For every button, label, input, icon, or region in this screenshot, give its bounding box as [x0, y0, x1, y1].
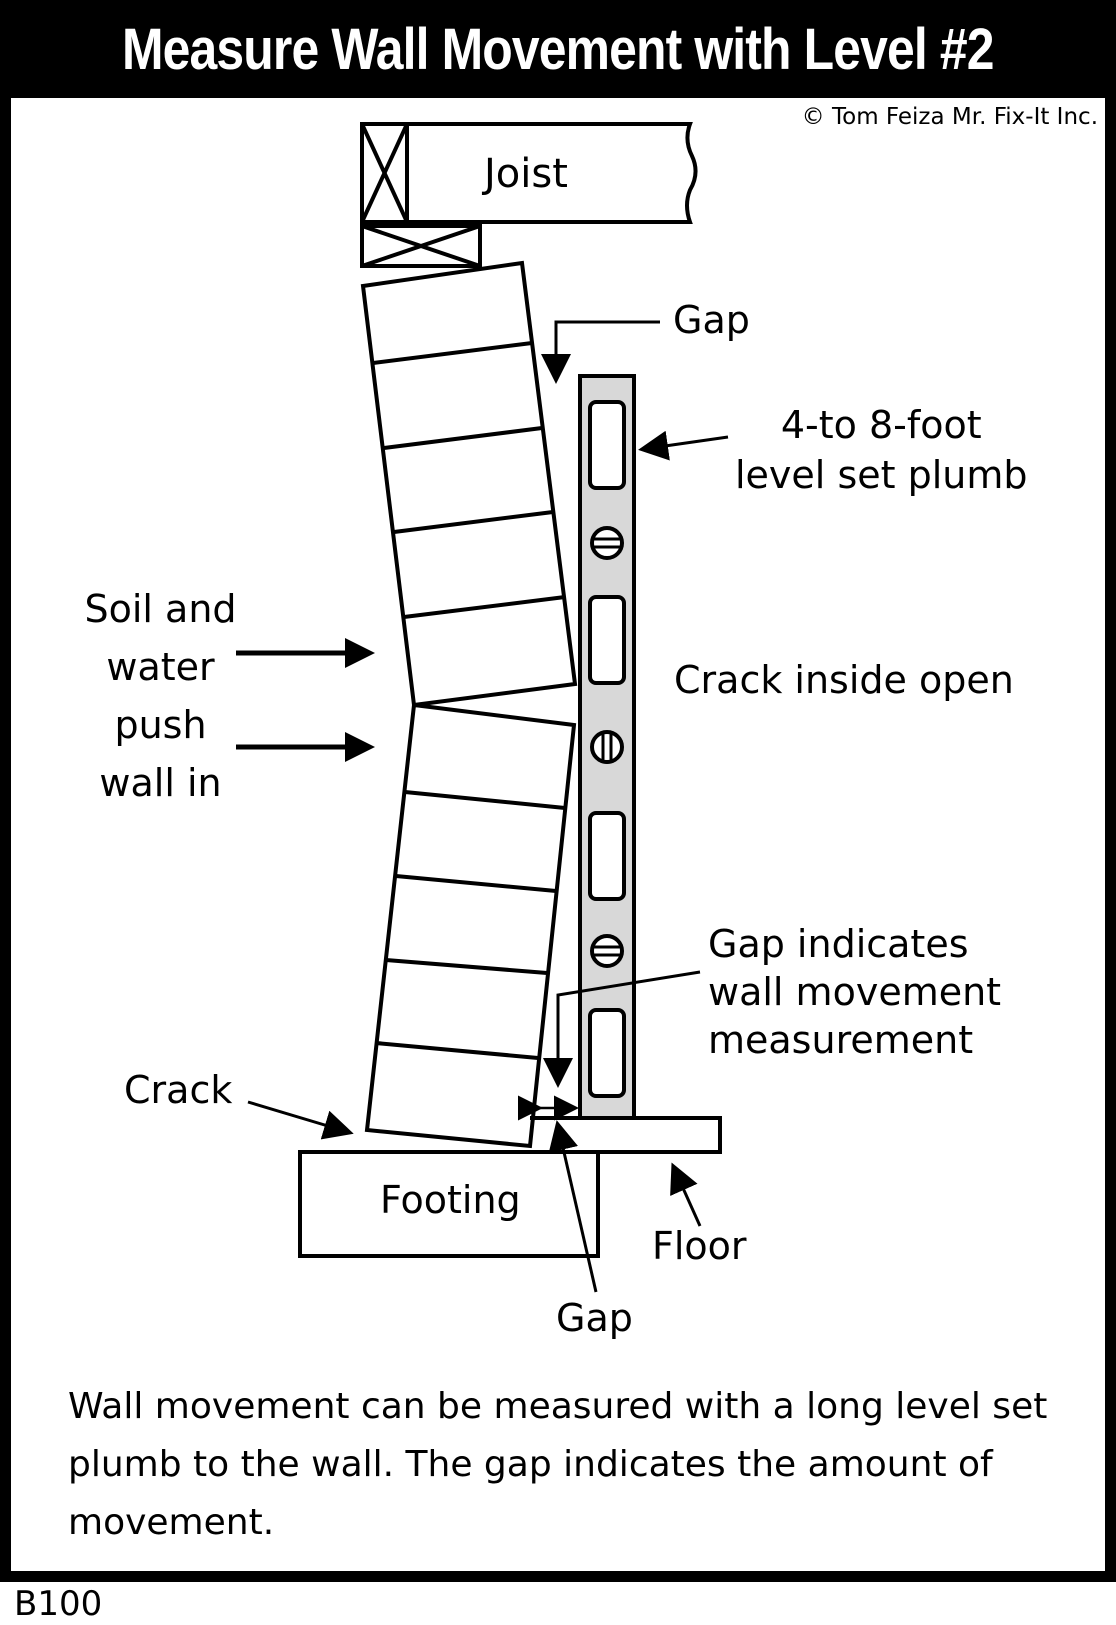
- lower-wall-blocks: [364, 702, 577, 1149]
- caption: Wall movement can be measured with a lon…: [68, 1386, 1048, 1543]
- wall-diagram: [236, 122, 729, 1293]
- level-vial: [590, 526, 624, 560]
- soil-label-line2: water: [106, 645, 215, 689]
- soil-label: Soil and water push wall in: [78, 580, 243, 812]
- crack-label: Crack: [124, 1068, 233, 1112]
- level-vial: [590, 934, 624, 968]
- footing-label: Footing: [380, 1178, 521, 1222]
- title-bar: Measure Wall Movement with Level #2: [0, 0, 1116, 98]
- copyright-notice: © Tom Feiza Mr. Fix-It Inc.: [801, 104, 1098, 130]
- floor-slab: [530, 1116, 722, 1154]
- level-label-line1: 4-to 8-foot: [780, 403, 982, 447]
- level-label-line2: level set plumb: [735, 453, 1028, 497]
- soil-label-line1: Soil and: [84, 587, 237, 631]
- gap-bottom-label: Gap: [556, 1296, 633, 1340]
- level-arrow: [638, 430, 729, 461]
- soil-label-line3: push: [114, 703, 207, 747]
- floor-arrow: [670, 1162, 702, 1227]
- sill-plate: [360, 224, 482, 268]
- gap-indicates-line2: wall movement: [708, 970, 1002, 1014]
- gap-indicates-line3: measurement: [708, 1018, 974, 1062]
- diagram-frame: [0, 0, 1116, 1582]
- joist: [360, 122, 698, 224]
- upper-wall-blocks: [360, 260, 578, 708]
- gap-top-label: Gap: [673, 298, 750, 342]
- page-title: Measure Wall Movement with Level #2: [122, 16, 995, 82]
- gap-indicates-label: Gap indicates wall movement measurement: [708, 920, 1001, 1064]
- gap-indicates-line1: Gap indicates: [708, 922, 969, 966]
- gap-bottom-arrow: [548, 1120, 598, 1293]
- crack-arrow: [247, 1100, 354, 1140]
- level-label: 4-to 8-foot level set plumb: [735, 400, 1028, 500]
- level-vial: [590, 730, 624, 764]
- figure-code: B100: [14, 1584, 103, 1624]
- crack-inside-label: Crack inside open: [674, 658, 1014, 702]
- soil-label-line4: wall in: [99, 761, 222, 805]
- gap-top-arrow: [541, 320, 660, 384]
- floor-label: Floor: [652, 1224, 747, 1268]
- joist-label: Joist: [484, 151, 568, 197]
- level-tool: [578, 374, 636, 1120]
- gap-measure-arrow: [543, 970, 701, 1088]
